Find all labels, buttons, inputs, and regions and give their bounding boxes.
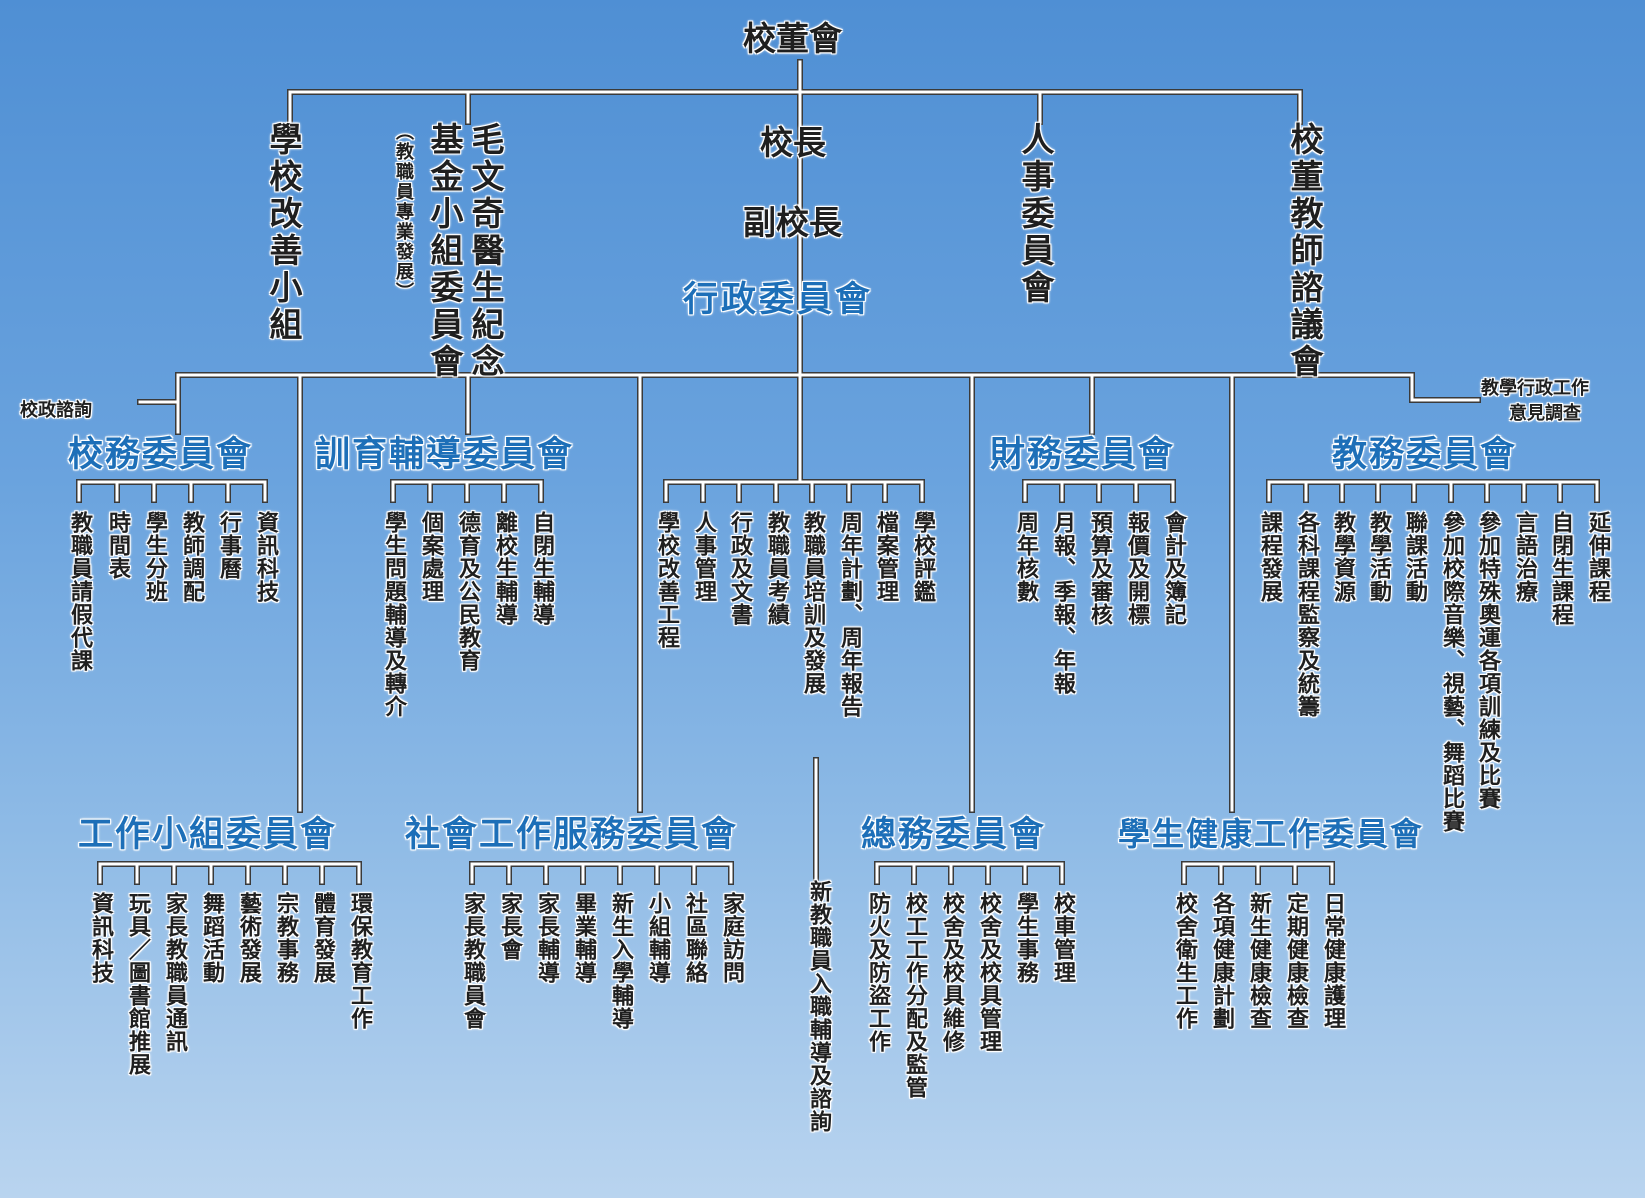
leaf-item: 各科課程監察及統籌 — [1294, 511, 1319, 718]
mao-fund-line1: 毛文奇醫生紀念 — [466, 122, 505, 381]
board-node: 校董會 — [743, 19, 842, 58]
leaf-item: 自閉生輔導 — [529, 511, 554, 626]
leaf-item: 校舍衛生工作 — [1172, 892, 1197, 1030]
leaf-item: 教師調配 — [179, 511, 204, 603]
mao-fund-line2: 基金小組委員會 — [425, 122, 464, 381]
committee-header: 校務委員會 — [68, 435, 254, 475]
side-note-left: 校政諮詢 — [20, 400, 92, 421]
leaf-item: 教學活動 — [1366, 511, 1391, 603]
leaf-item: 資訊科技 — [88, 892, 113, 984]
leaf-item: 家庭訪問 — [719, 892, 744, 984]
principal-node: 校長 — [760, 123, 826, 162]
mao-fund-line3: （教職員專業發展） — [393, 122, 414, 302]
committee-header: 學生健康工作委員會 — [1118, 815, 1425, 853]
leaf-item: 校車管理 — [1050, 892, 1075, 984]
leaf-item: 參加特殊奧運各項訓練及比賽 — [1475, 511, 1500, 810]
leaf-item: 教學資源 — [1330, 511, 1355, 603]
leaf-item: 舞蹈活動 — [199, 892, 224, 984]
leaf-item: 社區聯絡 — [682, 892, 707, 984]
admin-committee-node: 行政委員會 — [683, 280, 874, 320]
leaf-item: 學校改善工程 — [654, 511, 679, 649]
leaf-item: 延伸課程 — [1585, 511, 1610, 603]
committee-header: 社會工作服務委員會 — [405, 815, 739, 855]
leaf-item: 預算及審核 — [1087, 511, 1112, 626]
leaf-item: 參加校際音樂、視藝、舞蹈比賽 — [1439, 511, 1464, 833]
leaf-item: 人事管理 — [691, 511, 716, 603]
leaf-item: 月報、季報、年報 — [1050, 511, 1075, 695]
leaf-item: 德育及公民教育 — [455, 511, 480, 672]
leaf-item: 環保教育工作 — [347, 892, 372, 1030]
leaf-item: 新生入學輔導 — [608, 892, 633, 1030]
leaf-item: 學生問題輔導及轉介 — [381, 511, 406, 718]
vice-principal-node: 副校長 — [743, 203, 842, 242]
leaf-item: 小組輔導 — [645, 892, 670, 984]
leaf-item: 新生健康檢查 — [1246, 892, 1271, 1030]
leaf-item: 校工工作分配及監管 — [902, 892, 927, 1099]
leaf-item: 家長教職員會 — [460, 892, 485, 1030]
leaf-item: 離校生輔導 — [492, 511, 517, 626]
leaf-item: 家長輔導 — [534, 892, 559, 984]
leaf-item: 家長會 — [497, 892, 522, 961]
leaf-item: 畢業輔導 — [571, 892, 596, 984]
leaf-item: 家長教職員通訊 — [162, 892, 187, 1053]
leaf-item: 課程發展 — [1257, 511, 1282, 603]
leaf-item: 教職員培訓及發展 — [800, 511, 825, 695]
leaf-item: 體育發展 — [310, 892, 335, 984]
side-note-right-2: 意見調查 — [1509, 403, 1581, 424]
leaf-item: 周年計劃、周年報告 — [837, 511, 862, 718]
leaf-item: 資訊科技 — [253, 511, 278, 603]
leaf-item: 防火及防盜工作 — [865, 892, 890, 1053]
committee-header: 教務委員會 — [1332, 435, 1518, 475]
leaf-item: 教職員考績 — [764, 511, 789, 626]
committee-header: 總務委員會 — [861, 815, 1047, 855]
leaf-item: 自閉生課程 — [1548, 511, 1573, 626]
leaf-item: 校舍及校具管理 — [976, 892, 1001, 1053]
leaf-item: 藝術發展 — [236, 892, 261, 984]
leaf-item: 檔案管理 — [873, 511, 898, 603]
leaf-item: 學生事務 — [1013, 892, 1038, 984]
leaf-item: 學生分班 — [142, 511, 167, 603]
leaf-item: 玩具／圖書館推展 — [125, 892, 150, 1076]
leaf-item: 日常健康護理 — [1320, 892, 1345, 1030]
leaf-item: 個案處理 — [418, 511, 443, 603]
leaf-item: 新教職員入職輔導及諮詢 — [806, 880, 831, 1133]
board-teacher-council: 校董教師諮議會 — [1285, 122, 1324, 381]
leaf-item: 會計及簿記 — [1161, 511, 1186, 626]
committee-header: 訓育輔導委員會 — [315, 435, 575, 475]
leaf-item: 各項健康計劃 — [1209, 892, 1234, 1030]
leaf-item: 時間表 — [105, 511, 130, 580]
leaf-item: 校舍及校具維修 — [939, 892, 964, 1053]
leaf-item: 定期健康檢查 — [1283, 892, 1308, 1030]
leaf-item: 學校評鑑 — [910, 511, 935, 603]
leaf-item: 言語治療 — [1512, 511, 1537, 603]
school-improvement-group: 學校改善小組 — [264, 122, 303, 344]
personnel-committee: 人事委員會 — [1016, 122, 1055, 307]
side-note-right-1: 教學行政工作 — [1481, 378, 1589, 399]
leaf-item: 教職員請假代課 — [67, 511, 92, 672]
committee-header: 工作小組委員會 — [78, 815, 338, 855]
leaf-item: 宗教事務 — [273, 892, 298, 984]
committee-header: 財務委員會 — [990, 435, 1176, 475]
leaf-item: 行事曆 — [216, 511, 241, 580]
leaf-item: 行政及文書 — [727, 511, 752, 626]
leaf-item: 報價及開標 — [1124, 511, 1149, 626]
leaf-item: 聯課活動 — [1402, 511, 1427, 603]
leaf-item: 周年核數 — [1013, 511, 1038, 603]
